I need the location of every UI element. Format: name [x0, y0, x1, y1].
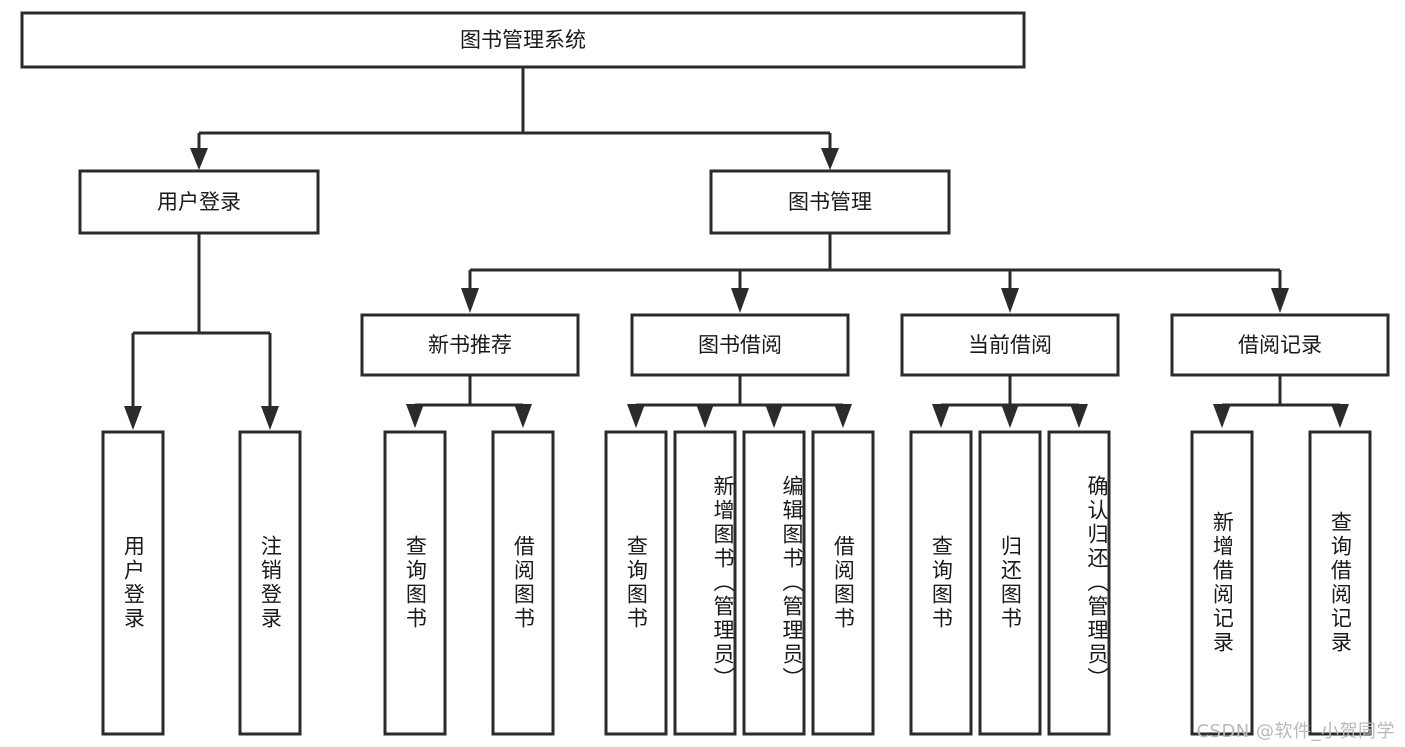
node-new-book-rec[interactable]: 新书推荐: [360, 313, 580, 377]
arrow-cur-query-book: [932, 404, 950, 428]
node-new-book-rec-label: 新书推荐: [428, 333, 512, 357]
node-current-borrow-box[interactable]: [900, 313, 1120, 377]
node-new-book-rec-box[interactable]: [360, 313, 580, 377]
node-root[interactable]: 图书管理系统: [20, 11, 1026, 69]
node-user-login-box[interactable]: [78, 169, 320, 235]
node-leaf-query-record-box[interactable]: [1308, 430, 1372, 736]
arrow-new-book-rec: [461, 288, 479, 313]
node-leaf-edit-book-box[interactable]: [742, 430, 806, 736]
arrow-add-record: [1213, 404, 1231, 428]
connectors-current-borrow-to-leaves: [932, 375, 1088, 428]
connectors-root-to-level2: [190, 67, 839, 170]
node-user-login[interactable]: 用户登录: [78, 169, 320, 235]
arrow-book-borrow: [731, 288, 749, 313]
node-user-login-label: 用户登录: [157, 190, 241, 214]
leaf-boxes: [101, 430, 1372, 736]
arrow-borrow-record: [1271, 288, 1289, 313]
node-leaf-logout-box[interactable]: [238, 430, 302, 736]
arrow-return-book: [1001, 404, 1019, 428]
node-leaf-rec-borrow-book-box[interactable]: [491, 430, 555, 736]
node-borrow-record-label: 借阅记录: [1238, 333, 1322, 357]
arrow-add-book: [696, 404, 714, 428]
arrow-rec-query-book: [406, 404, 424, 428]
node-leaf-confirm-return-box[interactable]: [1047, 430, 1111, 736]
connectors-new-book-rec-to-leaves: [406, 375, 532, 428]
node-book-manage-label: 图书管理: [788, 190, 872, 214]
arrow-borrow-book: [834, 404, 852, 428]
arrow-book-manage: [821, 148, 839, 170]
connectors-book-manage-to-level3: [461, 233, 1289, 313]
connectors-book-borrow-to-leaves: [627, 375, 852, 428]
node-book-borrow-box[interactable]: [630, 313, 850, 377]
node-leaf-return-book-box[interactable]: [978, 430, 1042, 736]
node-leaf-user-login-box[interactable]: [101, 430, 165, 736]
arrow-edit-book: [765, 404, 783, 428]
node-leaf-rec-query-book-box[interactable]: [383, 430, 447, 736]
arrow-borrow-query-book: [627, 404, 645, 428]
node-leaf-add-record-box[interactable]: [1190, 430, 1254, 736]
node-root-box[interactable]: [20, 11, 1026, 69]
arrow-current-borrow: [1001, 288, 1019, 313]
node-book-manage-box[interactable]: [709, 169, 951, 235]
csdn-watermark: CSDN @软件_小贺同学: [1196, 721, 1395, 742]
connectors-borrow-record-to-leaves: [1213, 375, 1349, 428]
node-root-label: 图书管理系统: [460, 28, 586, 52]
arrow-query-record: [1331, 404, 1349, 428]
arrow-confirm-return: [1070, 404, 1088, 428]
node-book-borrow-label: 图书借阅: [698, 333, 782, 357]
node-leaf-cur-query-book-box[interactable]: [909, 430, 973, 736]
node-current-borrow[interactable]: 当前借阅: [900, 313, 1120, 377]
arrow-user-login: [190, 148, 208, 170]
node-book-manage[interactable]: 图书管理: [709, 169, 951, 235]
arrow-rec-borrow-book: [514, 404, 532, 428]
node-borrow-record-box[interactable]: [1170, 313, 1390, 377]
node-book-borrow[interactable]: 图书借阅: [630, 313, 850, 377]
node-current-borrow-label: 当前借阅: [968, 333, 1052, 357]
node-borrow-record[interactable]: 借阅记录: [1170, 313, 1390, 377]
node-leaf-add-book-box[interactable]: [673, 430, 737, 736]
node-leaf-borrow-book-box[interactable]: [811, 430, 875, 736]
arrow-leaf-logout: [261, 406, 279, 430]
connectors-user-login-to-leaves: [124, 233, 279, 430]
arrow-leaf-user-login: [124, 406, 142, 430]
node-leaf-borrow-query-book-box[interactable]: [604, 430, 668, 736]
